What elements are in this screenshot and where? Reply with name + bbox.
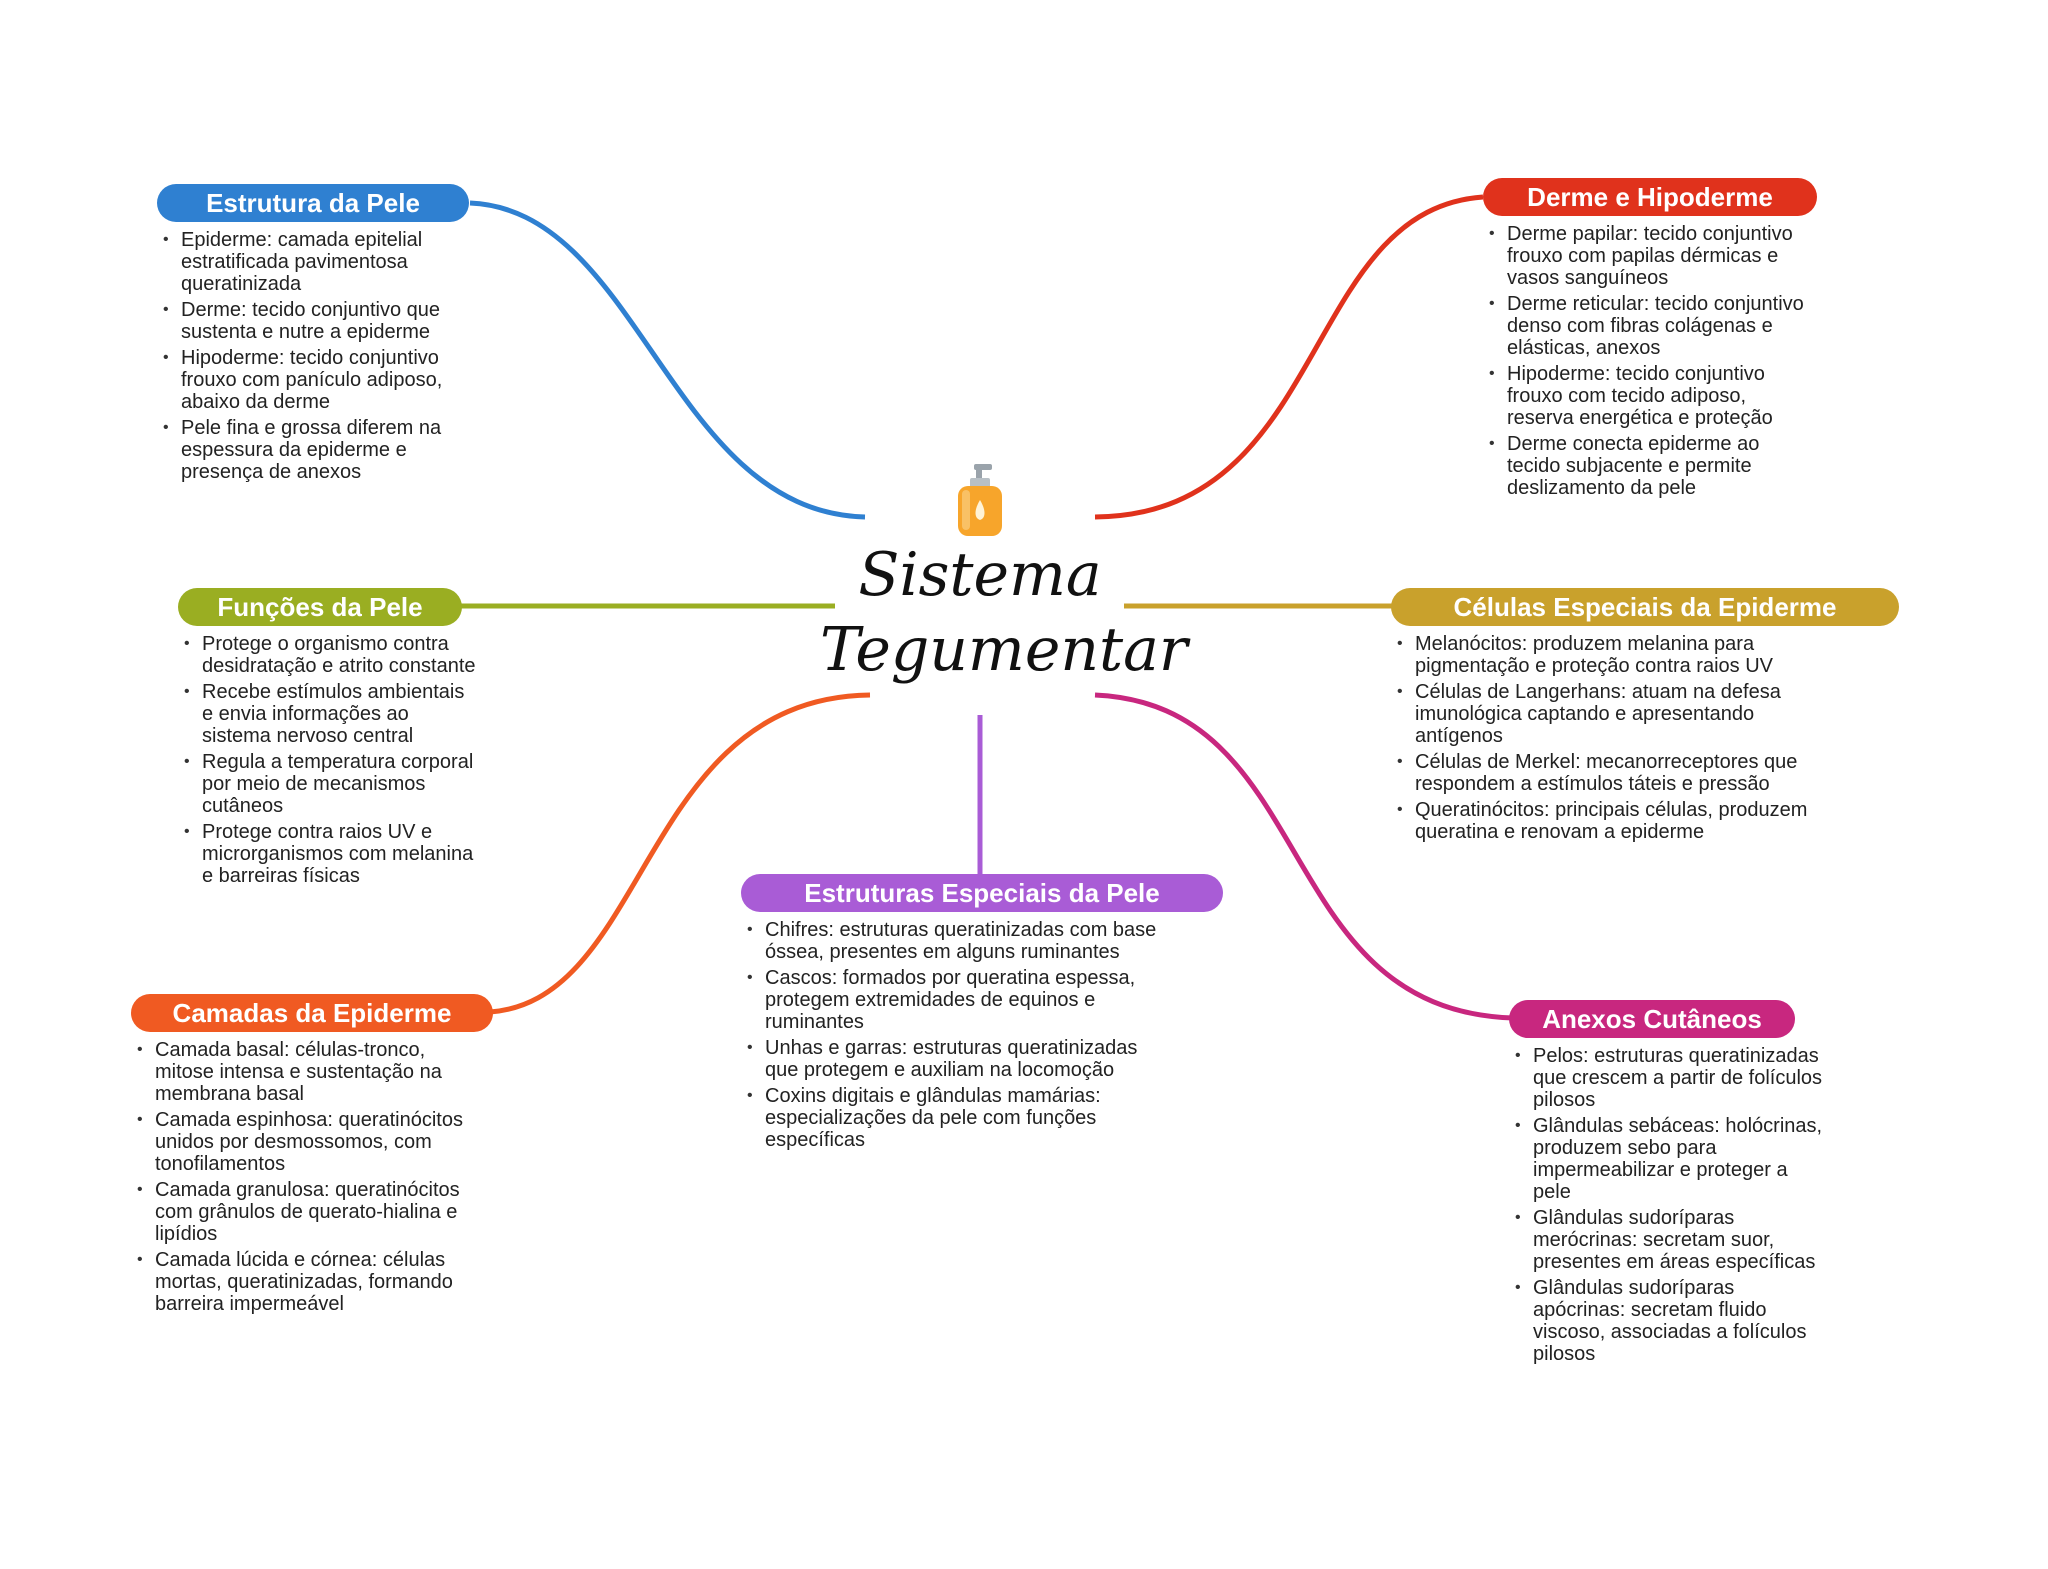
branch-title-celulas[interactable]: Células Especiais da Epiderme <box>1391 588 1899 626</box>
connector-estrutura <box>469 200 866 520</box>
list-item: Coxins digitais e glândulas mamárias: es… <box>741 1085 1161 1151</box>
list-item: Pelos: estruturas queratinizadas que cre… <box>1509 1045 1829 1111</box>
branch-estruturas-especiais: Estruturas Especiais da Pele Chifres: es… <box>741 874 1231 1155</box>
list-item: Queratinócitos: principais células, prod… <box>1391 799 1821 843</box>
list-item: Protege contra raios UV e microrganismos… <box>178 821 478 887</box>
list-item: Recebe estímulos ambientais e envia info… <box>178 681 478 747</box>
connector-anexos <box>1094 692 1514 1021</box>
list-item: Protege o organismo contra desidratação … <box>178 633 478 677</box>
central-topic: Sistema Tegumentar <box>820 460 1188 700</box>
list-item: Melanócitos: produzem melanina para pigm… <box>1391 633 1821 677</box>
list-item: Camada lúcida e córnea: células mortas, … <box>131 1249 481 1315</box>
branch-derme: Derme e Hipoderme Derme papilar: tecido … <box>1483 178 1823 503</box>
branch-title-anexos[interactable]: Anexos Cutâneos <box>1509 1000 1795 1038</box>
branch-title-estruturas-especiais[interactable]: Estruturas Especiais da Pele <box>741 874 1223 912</box>
list-item: Camada basal: células-tronco, mitose int… <box>131 1039 481 1105</box>
list-item: Derme conecta epiderme ao tecido subjace… <box>1483 433 1813 499</box>
branch-celulas: Células Especiais da Epiderme Melanócito… <box>1391 588 1901 847</box>
soap-bottle-icon <box>958 464 1002 536</box>
branch-anexos: Anexos Cutâneos Pelos: estruturas querat… <box>1509 1000 1839 1369</box>
connector-camadas <box>489 692 871 1015</box>
list-item: Glândulas sudoríparas merócrinas: secret… <box>1509 1207 1829 1273</box>
list-item: Pele fina e grossa diferem na espessura … <box>157 417 477 483</box>
list-item: Camada espinhosa: queratinócitos unidos … <box>131 1109 481 1175</box>
list-item: Hipoderme: tecido conjuntivo frouxo com … <box>1483 363 1813 429</box>
connector-derme <box>1094 194 1484 520</box>
branch-funcoes: Funções da Pele Protege o organismo cont… <box>178 588 498 891</box>
list-item: Hipoderme: tecido conjuntivo frouxo com … <box>157 347 477 413</box>
branch-title-derme[interactable]: Derme e Hipoderme <box>1483 178 1817 216</box>
list-item: Chifres: estruturas queratinizadas com b… <box>741 919 1161 963</box>
central-title-line2: Tegumentar <box>820 615 1188 685</box>
central-title-line1: Sistema <box>858 540 1102 610</box>
list-item: Células de Langerhans: atuam na defesa i… <box>1391 681 1821 747</box>
list-item: Células de Merkel: mecanorreceptores que… <box>1391 751 1821 795</box>
branch-title-estrutura[interactable]: Estrutura da Pele <box>157 184 469 222</box>
branch-title-camadas[interactable]: Camadas da Epiderme <box>131 994 493 1032</box>
list-item: Epiderme: camada epitelial estratificada… <box>157 229 477 295</box>
branch-estrutura: Estrutura da Pele Epiderme: camada epite… <box>157 184 487 487</box>
list-item: Derme reticular: tecido conjuntivo denso… <box>1483 293 1813 359</box>
list-item: Regula a temperatura corporal por meio d… <box>178 751 478 817</box>
list-item: Derme papilar: tecido conjuntivo frouxo … <box>1483 223 1813 289</box>
list-item: Derme: tecido conjuntivo que sustenta e … <box>157 299 477 343</box>
list-item: Camada granulosa: queratinócitos com grâ… <box>131 1179 481 1245</box>
list-item: Unhas e garras: estruturas queratinizada… <box>741 1037 1161 1081</box>
branch-title-funcoes[interactable]: Funções da Pele <box>178 588 462 626</box>
list-item: Glândulas sebáceas: holócrinas, produzem… <box>1509 1115 1829 1203</box>
list-item: Glândulas sudoríparas apócrinas: secreta… <box>1509 1277 1829 1365</box>
list-item: Cascos: formados por queratina espessa, … <box>741 967 1161 1033</box>
branch-camadas: Camadas da Epiderme Camada basal: célula… <box>131 994 493 1319</box>
